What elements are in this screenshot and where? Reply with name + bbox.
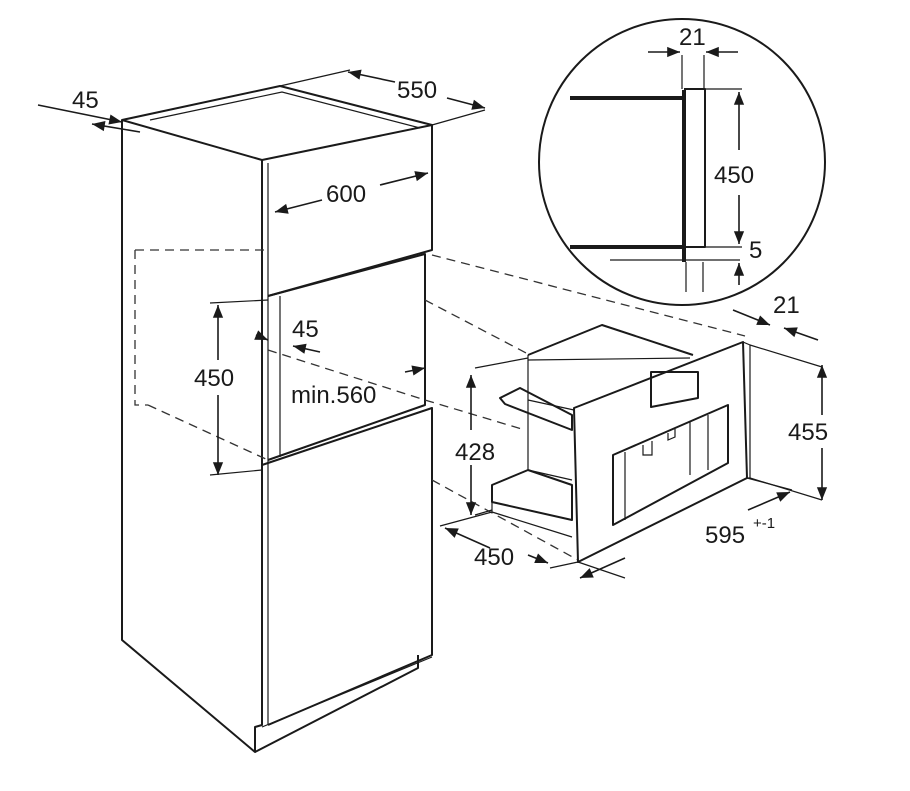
coffee-machine [491,324,751,563]
label-appliance-width: 595 [705,522,745,549]
dispenser-recess [612,404,729,526]
label-front-thickness: 21 [773,292,800,319]
detail-circle [538,18,826,306]
label-width-tolerance: +-1 [753,515,775,532]
label-detail-height: 450 [714,162,754,189]
dimension-lines [37,69,828,579]
display-panel [650,371,699,408]
label-niche-offset: 45 [292,316,319,343]
label-cabinet-width: 600 [326,181,366,208]
projection-lines [134,249,746,561]
label-niche-height: 450 [194,365,234,392]
tall-cabinet [121,85,433,753]
label-detail-gap: 5 [749,237,762,264]
label-appliance-body-height: 428 [455,439,495,466]
label-appliance-front-height: 455 [788,419,828,446]
label-side-depth: 45 [72,87,99,114]
label-appliance-depth: 450 [474,544,514,571]
label-niche-depth: min.560 [291,382,376,409]
label-detail-thickness: 21 [679,24,706,51]
label-cabinet-depth: 550 [397,77,437,104]
